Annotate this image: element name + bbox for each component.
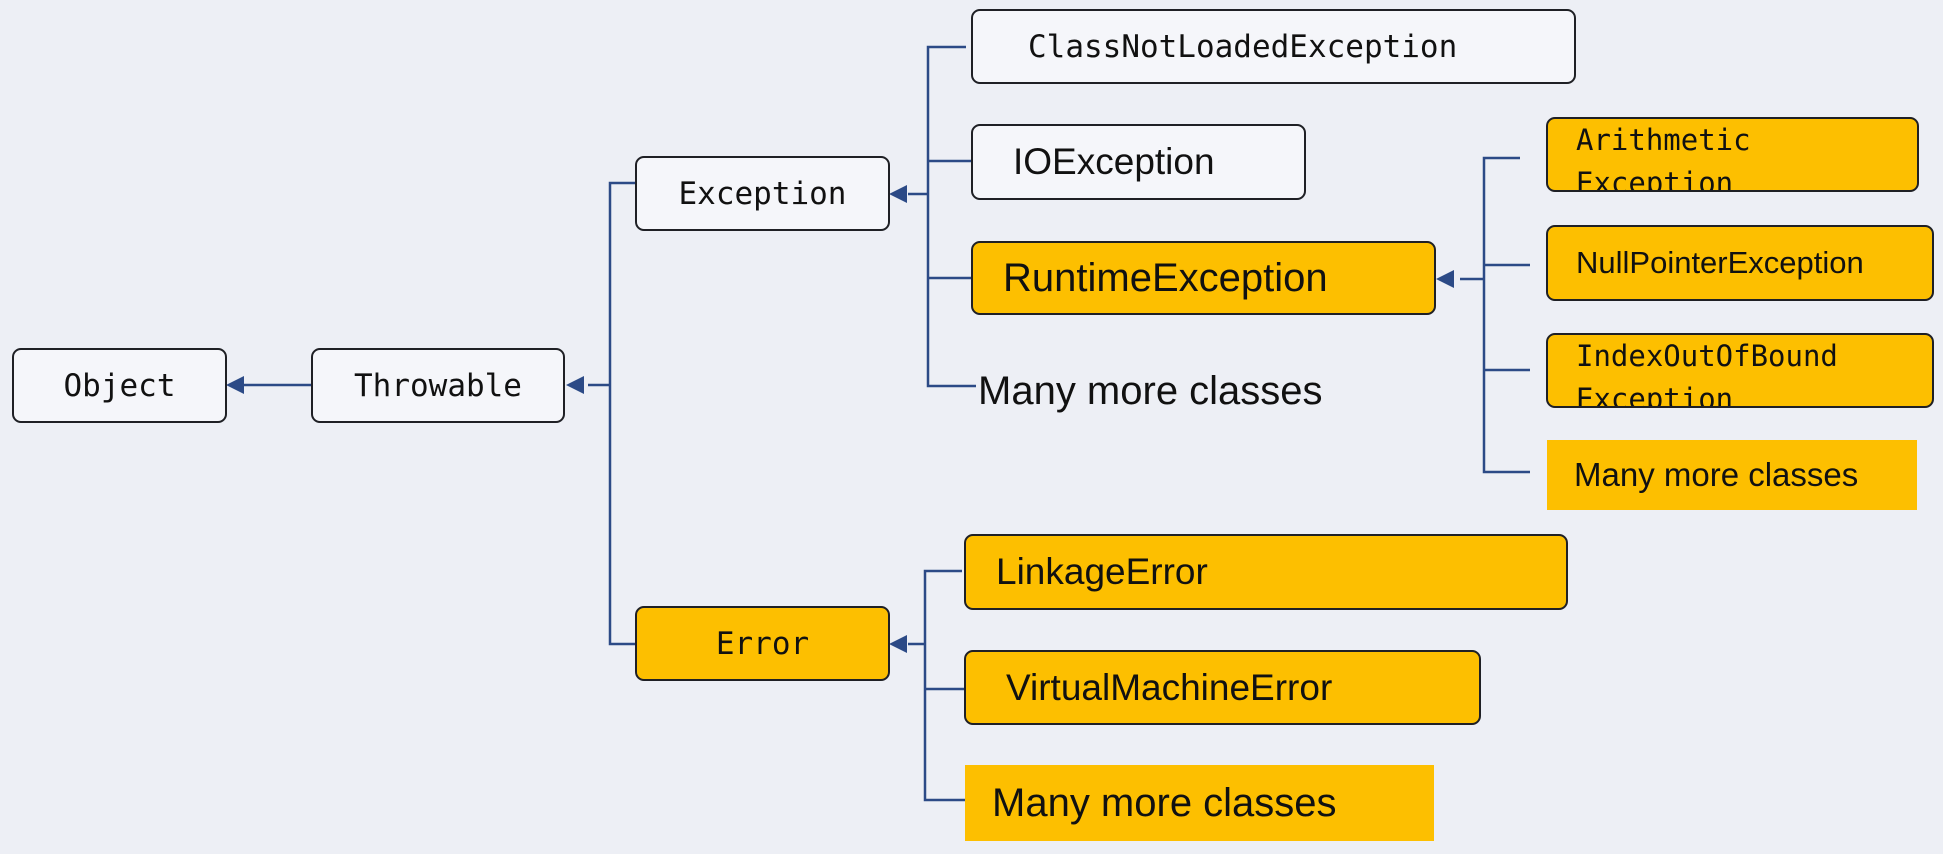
- virtual-machine-error-label: VirtualMachineError: [1006, 666, 1333, 708]
- error-many-more-label: Many more classes: [992, 780, 1337, 825]
- runtime-many-more-node: Many more classes: [1547, 440, 1917, 510]
- arrowhead-runtime: [1436, 270, 1454, 288]
- throwable-label: Throwable: [354, 367, 522, 404]
- arithmetic-exception-node: Arithmetic Exception: [1546, 117, 1919, 192]
- error-many-more-node: Many more classes: [965, 765, 1434, 841]
- io-exception-node: IOException: [971, 124, 1306, 200]
- arrowhead-exception: [889, 185, 907, 203]
- exception-many-more-node: Many more classes: [978, 362, 1398, 420]
- exception-node: Exception: [635, 156, 890, 231]
- null-pointer-exception-node: NullPointerException: [1546, 225, 1934, 301]
- arithmetic-exception-label: Arithmetic Exception: [1576, 123, 1751, 192]
- linkage-error-label: LinkageError: [996, 551, 1208, 592]
- linkage-error-node: LinkageError: [964, 534, 1568, 610]
- index-out-of-bound-exception-label: IndexOutOfBound Exception: [1576, 339, 1838, 408]
- error-node: Error: [635, 606, 890, 681]
- connector-exception-error-bracket: [608, 181, 636, 646]
- throwable-node: Throwable: [311, 348, 565, 423]
- runtime-exception-node: RuntimeException: [971, 241, 1436, 315]
- index-out-of-bound-exception-node: IndexOutOfBound Exception: [1546, 333, 1934, 408]
- error-label: Error: [715, 625, 810, 662]
- object-label: Object: [63, 367, 176, 404]
- class-not-loaded-exception-node: ClassNotLoadedException: [971, 9, 1576, 84]
- exception-label: Exception: [678, 175, 847, 212]
- arrowhead-object: [226, 376, 244, 394]
- arrowhead-error: [889, 635, 907, 653]
- virtual-machine-error-node: VirtualMachineError: [964, 650, 1481, 725]
- io-exception-label: IOException: [1013, 141, 1215, 182]
- arrowhead-throwable: [566, 376, 584, 394]
- runtime-many-more-label: Many more classes: [1574, 456, 1859, 493]
- connector-error-children-bracket: [923, 569, 972, 802]
- null-pointer-exception-label: NullPointerException: [1576, 245, 1864, 280]
- connector-exception-children-bracket: [926, 45, 976, 388]
- object-node: Object: [12, 348, 227, 423]
- connector-runtime-children-bracket: [1482, 156, 1530, 474]
- class-not-loaded-exception-label: ClassNotLoadedException: [1028, 28, 1458, 65]
- exception-many-more-label: Many more classes: [978, 368, 1323, 413]
- runtime-exception-label: RuntimeException: [1003, 255, 1328, 300]
